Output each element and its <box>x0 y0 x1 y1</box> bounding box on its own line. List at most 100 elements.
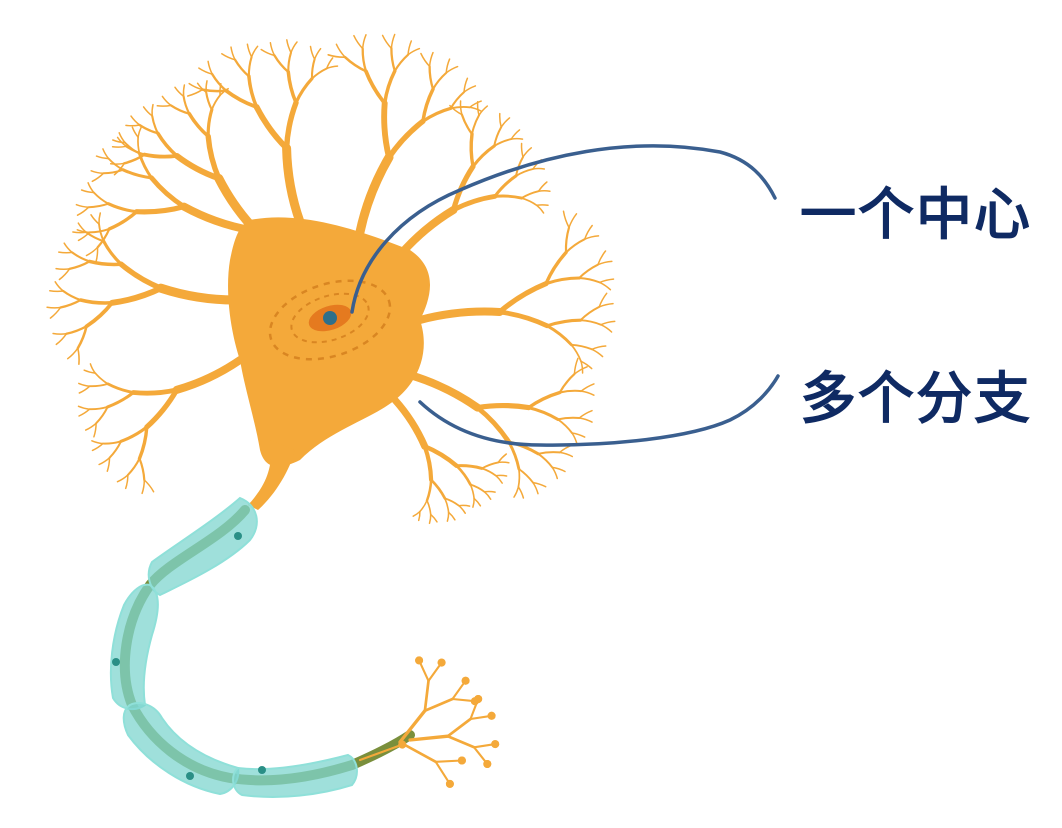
annotation-line-branches <box>420 376 778 445</box>
dendrite-branch <box>140 459 145 481</box>
dendrite-branch <box>600 282 611 289</box>
dendrite-branch <box>592 349 603 356</box>
dendrite-branch <box>158 133 177 156</box>
dendrite-branch <box>90 384 108 386</box>
dendrite-branch <box>498 454 506 462</box>
dendrite-branch <box>188 90 203 96</box>
dendrite-branch <box>103 149 109 159</box>
dendrite-branch <box>482 462 498 468</box>
dendrite-branch <box>212 74 226 91</box>
dendrite-branch <box>431 514 437 522</box>
dendrite-branch <box>484 492 495 493</box>
synaptic-knob <box>488 712 496 720</box>
dendrite-branch <box>81 300 113 303</box>
dendrite-branch <box>473 146 494 167</box>
dendrite-branch <box>496 476 502 483</box>
dendrite-branch <box>88 183 94 193</box>
axon-terminal-branch <box>448 719 471 736</box>
dendrite-branch <box>564 211 570 227</box>
dendrite-branch <box>581 361 583 373</box>
dendrite-branch <box>138 137 140 154</box>
dendrite-branch <box>157 105 171 106</box>
synaptic-knob <box>415 656 423 664</box>
dendrite-branch <box>581 320 601 325</box>
dendrite-branch <box>423 108 451 121</box>
dendrite-branch <box>546 278 579 284</box>
dendrite-branch <box>558 418 579 420</box>
dendrite-branch <box>86 423 96 430</box>
dendrite-branch <box>363 49 366 72</box>
dendrite-branch <box>472 115 479 134</box>
synaptic-knob <box>491 740 499 748</box>
dendrite-branch <box>78 348 79 364</box>
dendrite-branch <box>89 204 109 208</box>
dendrite-branch <box>92 173 103 181</box>
synaptic-knob <box>474 695 482 703</box>
dendrite-branch <box>395 400 425 446</box>
dendrite-branch <box>118 475 128 482</box>
dendrite-branch <box>421 54 430 67</box>
dendrite-branch <box>189 114 208 137</box>
dendrite-branch <box>55 282 63 291</box>
dendrite-branch <box>430 66 433 89</box>
dendrite-branch <box>484 492 490 499</box>
dendrite-branch <box>144 107 153 116</box>
dendrite-branch <box>336 44 345 57</box>
dendrite-branch <box>128 459 140 475</box>
dendrite-branch <box>91 171 103 174</box>
dendrite-branch <box>70 261 90 269</box>
dendrite-branch <box>470 101 481 107</box>
dendrite-branch <box>547 326 571 345</box>
dendrite-branch <box>495 176 516 197</box>
myelin-sheaths <box>111 498 357 797</box>
axon-terminal-branch <box>405 745 436 762</box>
dendrite-branch <box>537 205 544 213</box>
dendrite-branch <box>64 243 72 252</box>
dendrite-branch <box>144 480 153 492</box>
dendrite-branch <box>529 393 560 408</box>
dendrite-branch <box>133 390 176 393</box>
dendrite-branch <box>93 444 103 451</box>
dendrite-branch <box>566 239 585 252</box>
dendrite-branch <box>579 411 592 418</box>
dendrite-branch <box>59 252 72 253</box>
dendrite-branch <box>76 205 88 208</box>
axon-terminal-branch <box>410 736 448 740</box>
dendrite-branch <box>79 406 90 409</box>
dendrite-branch <box>511 130 519 139</box>
dendrite-branch <box>152 105 153 116</box>
dendrite-branch <box>581 384 594 391</box>
dendrite-branch <box>288 53 291 72</box>
dendrite-branch <box>451 92 464 108</box>
nucleolus <box>323 311 337 325</box>
dendrite-branch <box>571 345 581 362</box>
dendrite-branch <box>529 408 558 420</box>
dendrite-branch <box>425 446 431 480</box>
dendrite-branch <box>383 35 392 48</box>
axon-terminals <box>360 656 499 788</box>
dendrite-branch <box>518 487 523 498</box>
dendrite-branch <box>92 441 103 444</box>
dendrite-branch <box>90 407 108 409</box>
dendrite-branch <box>538 454 552 468</box>
dendrite-branch <box>360 157 389 232</box>
dendrite-branch <box>498 462 509 463</box>
dendrite-branch <box>257 107 287 148</box>
dendrite-branch <box>275 56 289 73</box>
dendrite-branch <box>79 383 90 386</box>
dendrite-branch <box>311 47 315 60</box>
dendrite-branch <box>53 334 66 335</box>
dendrite-branch <box>50 291 63 292</box>
dendrite-branch <box>121 264 161 288</box>
dendrite-branch <box>56 269 69 270</box>
label-many-branches: 多个分支 <box>800 372 1032 428</box>
synaptic-knob <box>446 780 454 788</box>
dendrite-branch <box>581 391 594 395</box>
dendrite-branch <box>231 47 235 60</box>
dendrite-branch <box>79 232 90 240</box>
dendrite-branch <box>121 427 147 441</box>
dendrite-branch <box>518 469 519 487</box>
dendrite-branch <box>131 116 140 125</box>
dendrite-branch <box>408 49 419 55</box>
dendrite-branch <box>132 127 138 137</box>
